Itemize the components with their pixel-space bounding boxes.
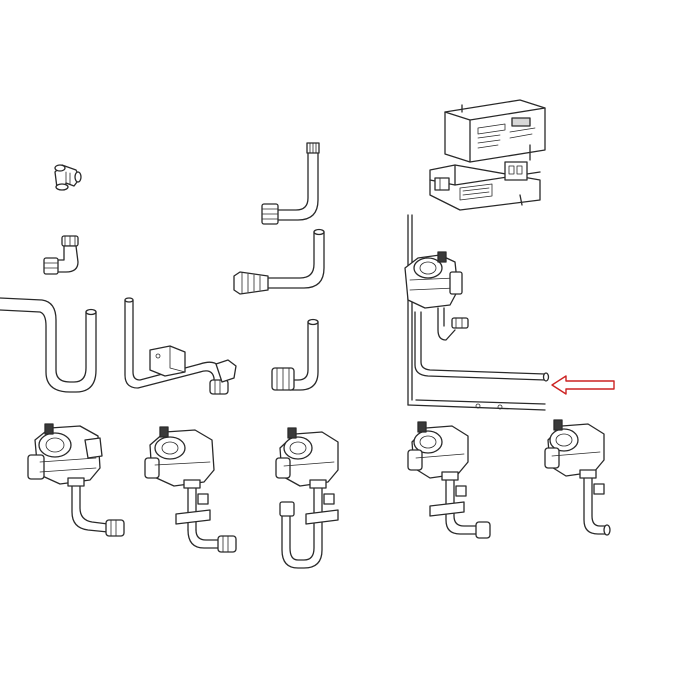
control-board [429,99,546,211]
installed-valve-view [404,214,550,411]
elbow-union-fitting [43,235,79,275]
l-pipe-with-nut [261,142,320,225]
gas-valve-assembly-5 [544,419,611,536]
small-elbow-fitting [54,164,82,191]
gas-valve-assembly-1 [27,423,125,537]
gas-valve-assembly-4 [407,421,491,539]
gas-valve-assembly-3 [275,427,339,569]
l-pipe-with-barb [233,228,325,295]
pointer-arrow [551,375,615,395]
short-l-tube-with-nut [271,318,319,391]
long-u-tube [0,297,97,393]
bracket-tube-assembly [124,297,237,395]
gas-valve-assembly-2 [144,426,237,553]
